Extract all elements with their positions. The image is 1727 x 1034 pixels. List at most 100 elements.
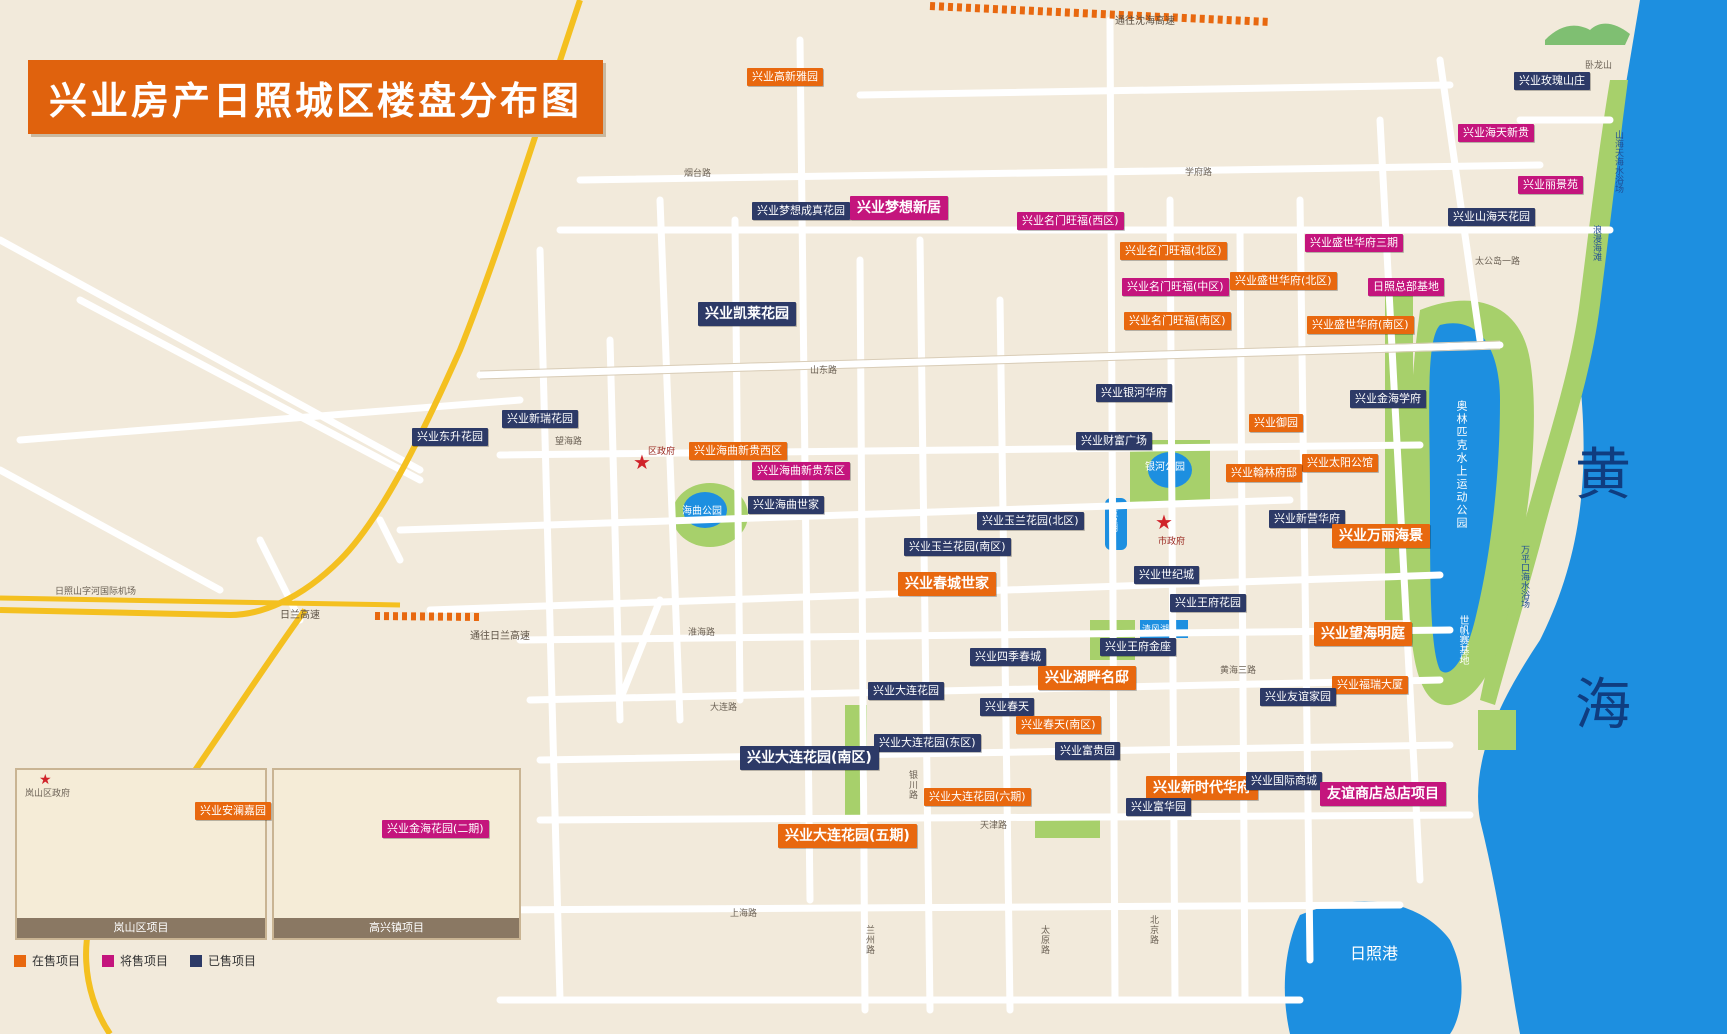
street-dalian: 大连路 — [710, 703, 738, 713]
project-label[interactable]: 兴业金海学府 — [1350, 390, 1426, 408]
highway-label-rilan: 日兰高速 — [280, 610, 320, 621]
project-label[interactable]: 兴业春天(南区) — [1016, 716, 1101, 734]
project-label[interactable]: 兴业湖畔名邸 — [1038, 666, 1136, 690]
project-label[interactable]: 兴业大连花园(南区) — [740, 746, 879, 770]
highway-shenhai — [0, 0, 583, 619]
project-label[interactable]: 兴业御园 — [1249, 414, 1303, 432]
project-label[interactable]: 兴业玉兰花园(北区) — [977, 512, 1084, 530]
legend-swatch — [102, 954, 115, 967]
district-government-label: 区政府 — [648, 447, 676, 457]
project-label[interactable]: 兴业财富广场 — [1076, 432, 1152, 450]
woolong-hill-icon — [1545, 23, 1630, 45]
project-label[interactable]: 兴业海曲世家 — [748, 496, 824, 514]
project-label[interactable]: 兴业玉兰花园(南区) — [904, 538, 1011, 556]
yellow-sea — [1478, 0, 1727, 1034]
project-label[interactable]: 日照总部基地 — [1368, 278, 1444, 296]
coast-green — [1480, 80, 1628, 705]
project-label[interactable]: 兴业王府花园 — [1170, 594, 1246, 612]
street-tianjin: 天津路 — [980, 821, 1008, 831]
project-label[interactable]: 兴业名门旺福(南区) — [1124, 312, 1231, 330]
inset-lanshan: ★ 岚山区政府 兴业安澜嘉园 岚山区项目 — [15, 768, 271, 940]
project-label[interactable]: 兴业新营华府 — [1269, 510, 1345, 528]
district-government-star-icon: ★ — [633, 450, 651, 474]
street-shandong: 山东路 — [810, 366, 838, 376]
highway-label-shenhai: 通往沈海高速 — [1115, 16, 1175, 27]
project-label[interactable]: 兴业国际商城 — [1246, 772, 1322, 790]
project-label[interactable]: 兴业名门旺福(西区) — [1017, 212, 1124, 230]
langman-beach-label: 浪漫海滩 — [1591, 225, 1601, 261]
project-label[interactable]: 兴业大连花园(五期) — [778, 824, 917, 848]
project-label[interactable]: 兴业大连花园(东区) — [874, 734, 981, 752]
project-label[interactable]: 兴业望海明庭 — [1314, 622, 1412, 646]
project-label[interactable]: 兴业丽景苑 — [1518, 176, 1583, 194]
street-xuefu: 学府路 — [1185, 168, 1213, 178]
highway-shenhai-dashed — [929, 2, 1271, 26]
legend-label: 将售项目 — [120, 954, 169, 968]
project-label[interactable]: 兴业翰林府邸 — [1226, 464, 1302, 482]
street-taiyuan: 太原路 — [1039, 925, 1049, 955]
sea-label-huang: 黄 — [1575, 443, 1631, 508]
project-label[interactable]: 兴业凯莱花园 — [698, 302, 796, 326]
project-label[interactable]: 兴业四季春城 — [970, 648, 1046, 666]
street-yinchuan: 银川路 — [907, 770, 917, 800]
project-label[interactable]: 兴业万丽海景 — [1332, 524, 1430, 548]
lanshan-government-star-icon: ★ — [39, 772, 52, 788]
kaifaqu-park — [1035, 820, 1100, 838]
qingfeng-lake-label: 清风湖 — [1142, 625, 1170, 635]
wanpingkou-beach-label: 万平口海水浴场 — [1519, 545, 1529, 608]
street-shanghai: 上海路 — [730, 909, 758, 919]
haiqu-park-label: 海曲公园 — [682, 506, 722, 517]
project-label[interactable]: 友谊商店总店项目 — [1320, 782, 1446, 806]
street-taigong: 太公岛一路 — [1475, 257, 1521, 267]
port-label: 日照港 — [1350, 944, 1399, 963]
project-label[interactable]: 兴业海曲新贵东区 — [752, 462, 850, 480]
sea-label-hai: 海 — [1575, 673, 1631, 738]
project-label[interactable]: 兴业盛世华府(北区) — [1230, 272, 1337, 290]
project-label[interactable]: 兴业大连花园(六期) — [924, 788, 1031, 806]
project-label[interactable]: 兴业世纪城 — [1134, 566, 1199, 584]
inset-gaoxing: 兴业金海花园(二期) 高兴镇项目 — [272, 768, 521, 940]
project-label[interactable]: 兴业太阳公馆 — [1302, 454, 1378, 472]
city-government-label: 市政府 — [1158, 537, 1186, 547]
project-label[interactable]: 兴业盛世华府(南区) — [1307, 316, 1414, 334]
inset-caption: 高兴镇项目 — [274, 918, 519, 938]
lanshan-government-label: 岚山区政府 — [25, 789, 71, 799]
project-label[interactable]: 兴业银河华府 — [1096, 384, 1172, 402]
project-label[interactable]: 兴业东升花园 — [412, 428, 488, 446]
project-label[interactable]: 兴业新时代华府 — [1146, 776, 1258, 800]
legend-swatch — [190, 954, 203, 967]
project-label[interactable]: 兴业海天新贵 — [1458, 124, 1534, 142]
project-label[interactable]: 兴业山海天花园 — [1448, 208, 1535, 226]
project-label[interactable]: 兴业王府金座 — [1100, 638, 1176, 656]
legend-item-sold: 已售项目 — [190, 952, 256, 969]
project-label[interactable]: 兴业春城世家 — [898, 572, 996, 596]
bixia-lake-label: 碧霞湖 — [1107, 505, 1117, 532]
project-label[interactable]: 兴业盛世华府三期 — [1305, 234, 1403, 252]
port-water — [1284, 901, 1462, 1034]
project-label[interactable]: 兴业玫瑰山庄 — [1514, 72, 1590, 90]
yinhe-park-label: 银河公园 — [1145, 462, 1185, 473]
project-label[interactable]: 兴业富贵园 — [1055, 742, 1120, 760]
inset-project-label[interactable]: 兴业金海花园(二期) — [382, 820, 489, 838]
project-label[interactable]: 兴业梦想新居 — [850, 196, 948, 220]
shanhaitian-beach-label: 山海天海水浴场 — [1613, 130, 1623, 193]
olympic-park-label: 奥林匹克水上运动公园 — [1455, 400, 1468, 530]
project-label[interactable]: 兴业梦想成真花园 — [752, 202, 850, 220]
street-lanzhou: 兰州路 — [864, 925, 874, 955]
inset-project-label[interactable]: 兴业安澜嘉园 — [195, 802, 271, 820]
project-label[interactable]: 兴业高新雅园 — [747, 68, 823, 86]
project-label[interactable]: 兴业福瑞大厦 — [1332, 676, 1408, 694]
highway-rilan-west — [0, 595, 401, 608]
map-legend: 在售项目 将售项目 已售项目 — [14, 952, 256, 969]
project-label[interactable]: 兴业海曲新贵西区 — [689, 442, 787, 460]
project-label[interactable]: 兴业新瑞花园 — [502, 410, 578, 428]
project-label[interactable]: 兴业名门旺福(北区) — [1120, 242, 1227, 260]
airport-label: 日照山字河国际机场 — [55, 587, 137, 597]
legend-label: 已售项目 — [208, 954, 257, 968]
project-label[interactable]: 兴业大连花园 — [868, 682, 944, 700]
project-label[interactable]: 兴业友谊家园 — [1260, 688, 1336, 706]
project-label[interactable]: 兴业富华园 — [1126, 798, 1191, 816]
project-label[interactable]: 兴业名门旺福(中区) — [1122, 278, 1229, 296]
project-label[interactable]: 兴业春天 — [980, 698, 1034, 716]
